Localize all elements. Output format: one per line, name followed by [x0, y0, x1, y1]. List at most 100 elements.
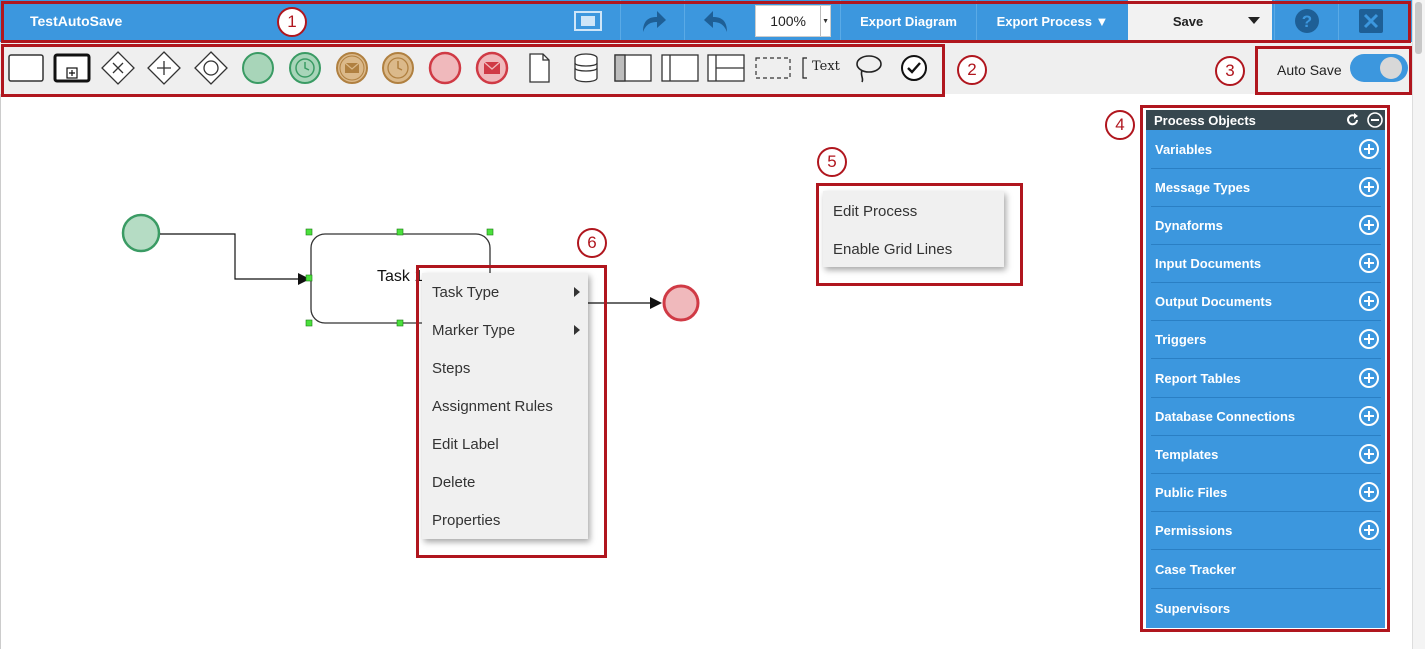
autosave-label: Auto Save: [1277, 62, 1342, 78]
annotation-marker-5: 5: [817, 147, 847, 177]
export-process-button[interactable]: Export Process ▼: [976, 0, 1128, 42]
add-icon[interactable]: [1359, 482, 1379, 502]
tool-timer-intermediate-event[interactable]: [376, 42, 420, 94]
annotation-marker-2: 2: [957, 55, 987, 85]
process-title: TestAutoSave: [30, 13, 123, 29]
vertical-scrollbar[interactable]: [1412, 0, 1425, 649]
menu-properties[interactable]: Properties: [432, 511, 501, 529]
top-header-bar: TestAutoSave 100% ▼ Export Diagram Expor…: [0, 0, 1412, 42]
tool-parallel-gateway[interactable]: [142, 42, 186, 94]
tool-message-end-event[interactable]: [470, 42, 514, 94]
undo-button[interactable]: [684, 0, 748, 42]
add-icon[interactable]: [1359, 177, 1379, 197]
task-shape-icon: [8, 54, 44, 82]
menu-marker-type[interactable]: Marker Type: [432, 311, 587, 349]
add-icon[interactable]: [1359, 520, 1379, 540]
selection-handle[interactable]: [305, 228, 313, 236]
selection-handle[interactable]: [305, 319, 313, 327]
po-item-permissions[interactable]: Permissions: [1151, 512, 1381, 550]
inclusive-gateway-icon: [194, 51, 228, 85]
po-item-report-tables[interactable]: Report Tables: [1151, 360, 1381, 398]
undo-icon: [703, 11, 727, 32]
autosave-toggle-knob[interactable]: [1380, 57, 1402, 79]
selection-handle[interactable]: [486, 228, 494, 236]
tool-task[interactable]: [4, 42, 48, 94]
po-item-label: Permissions: [1155, 523, 1233, 538]
add-icon[interactable]: [1359, 291, 1379, 311]
tool-subprocess[interactable]: [50, 42, 94, 94]
export-diagram-button[interactable]: Export Diagram: [840, 0, 976, 42]
redo-button[interactable]: [620, 0, 684, 42]
tool-data-store[interactable]: [564, 42, 608, 94]
po-item-output-documents[interactable]: Output Documents: [1151, 283, 1381, 321]
save-button[interactable]: Save: [1128, 0, 1272, 42]
menu-enable-grid-lines[interactable]: Enable Grid Lines: [833, 240, 953, 258]
tool-lane-split[interactable]: [704, 42, 748, 94]
add-icon[interactable]: [1359, 139, 1379, 159]
po-item-label: Public Files: [1155, 485, 1228, 500]
tool-exclusive-gateway[interactable]: [96, 42, 140, 94]
help-icon: ?: [1294, 9, 1319, 33]
close-button[interactable]: [1338, 0, 1402, 42]
sequence-flow-arrowhead: [650, 297, 662, 309]
annotation-marker-6: 6: [577, 228, 607, 258]
po-item-database-connections[interactable]: Database Connections: [1151, 398, 1381, 436]
po-item-input-documents[interactable]: Input Documents: [1151, 245, 1381, 283]
chevron-right-icon: [574, 325, 580, 335]
add-icon[interactable]: [1359, 215, 1379, 235]
end-event-node[interactable]: [662, 284, 700, 322]
tool-start-timer-event[interactable]: [283, 42, 327, 94]
start-event-node[interactable]: [121, 213, 161, 253]
add-icon[interactable]: [1359, 253, 1379, 273]
add-icon[interactable]: [1359, 406, 1379, 426]
selection-handle[interactable]: [396, 228, 404, 236]
menu-task-type[interactable]: Task Type: [432, 273, 587, 311]
tool-start-event[interactable]: [236, 42, 280, 94]
tool-end-event[interactable]: [423, 42, 467, 94]
selection-handle[interactable]: [396, 319, 404, 327]
help-button[interactable]: ?: [1274, 0, 1338, 42]
po-item-public-files[interactable]: Public Files: [1151, 474, 1381, 512]
sequence-flow-start-task[interactable]: [160, 233, 305, 280]
tool-validate[interactable]: [892, 42, 936, 94]
data-object-icon: [529, 53, 550, 83]
add-icon[interactable]: [1359, 368, 1379, 388]
task-label: Task 1: [377, 268, 424, 285]
scrollbar-thumb[interactable]: [1415, 2, 1422, 54]
po-item-triggers[interactable]: Triggers: [1151, 321, 1381, 359]
data-store-icon: [574, 53, 598, 83]
refresh-icon[interactable]: [1346, 113, 1360, 127]
lane-icon: [661, 54, 699, 82]
menu-delete[interactable]: Delete: [432, 473, 476, 491]
save-dropdown-icon[interactable]: [1248, 17, 1260, 25]
menu-edit-process[interactable]: Edit Process: [833, 202, 918, 220]
tool-lane[interactable]: [658, 42, 702, 94]
collapse-icon[interactable]: [1367, 112, 1383, 128]
tool-group[interactable]: [751, 42, 795, 94]
tool-text-annotation[interactable]: Text: [797, 42, 843, 94]
tool-pool[interactable]: [611, 42, 655, 94]
chevron-right-icon: [574, 287, 580, 297]
text-tool-label: Text: [812, 59, 840, 74]
add-icon[interactable]: [1359, 444, 1379, 464]
tool-inclusive-gateway[interactable]: [189, 42, 233, 94]
po-item-variables[interactable]: Variables: [1151, 131, 1381, 169]
add-icon[interactable]: [1359, 329, 1379, 349]
po-item-case-tracker[interactable]: Case Tracker: [1151, 551, 1381, 589]
po-item-dynaforms[interactable]: Dynaforms: [1151, 207, 1381, 245]
po-item-templates[interactable]: Templates: [1151, 436, 1381, 474]
po-item-supervisors[interactable]: Supervisors: [1151, 589, 1381, 627]
zoom-select[interactable]: 100% ▼: [755, 5, 831, 37]
menu-edit-label[interactable]: Edit Label: [432, 435, 499, 453]
tool-data-object[interactable]: [517, 42, 561, 94]
po-item-label: Message Types: [1155, 180, 1251, 195]
po-item-message-types[interactable]: Message Types: [1151, 169, 1381, 207]
selection-handle[interactable]: [305, 274, 313, 282]
menu-assignment-rules[interactable]: Assignment Rules: [432, 397, 553, 415]
fullscreen-button[interactable]: [556, 0, 620, 42]
po-item-label: Variables: [1155, 142, 1213, 157]
menu-steps[interactable]: Steps: [432, 359, 471, 377]
tool-message-intermediate-event[interactable]: [330, 42, 374, 94]
tool-lasso[interactable]: [846, 42, 890, 94]
fullscreen-icon: [574, 11, 602, 31]
